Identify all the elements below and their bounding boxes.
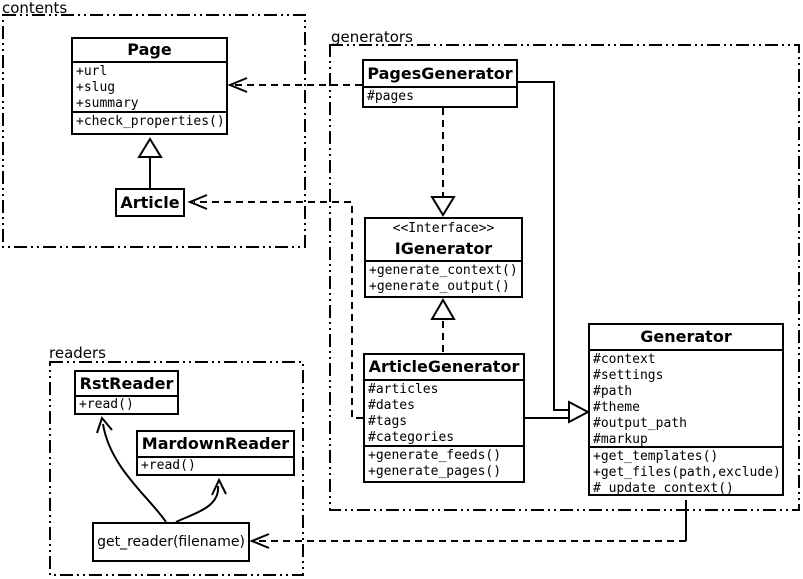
package-label-readers: readers: [49, 344, 106, 362]
method: +generate_context(): [369, 263, 518, 278]
dependency-articlegenerator-to-article-line: [194, 201, 363, 419]
method: #_update_context(): [593, 481, 734, 494]
hollow-triangle-icon: [430, 298, 456, 320]
class-page-attributes: +url +slug +summary: [73, 61, 226, 111]
class-articlegenerator: ArticleGenerator #articles #dates #tags …: [363, 353, 525, 483]
class-igenerator-name: IGenerator: [394, 239, 493, 258]
open-arrowhead-icon: [96, 415, 113, 434]
package-label-generators: generators: [331, 28, 413, 46]
open-arrowhead-icon: [211, 477, 227, 496]
class-articlegenerator-attributes: #articles #dates #tags #categories: [365, 379, 523, 445]
attribute: #context: [593, 352, 656, 367]
class-generator-name: Generator: [640, 327, 732, 346]
class-rstreader: RstReader +read(): [74, 370, 179, 415]
class-article: Article: [115, 188, 185, 217]
attribute: +slug: [76, 80, 116, 95]
open-arrowhead-icon: [187, 194, 208, 210]
hollow-triangle-icon: [137, 137, 163, 158]
class-page-methods: +check_properties(): [73, 111, 226, 133]
open-arrowhead-icon: [249, 533, 270, 549]
generalization-pagesgenerator-to-generator-line: [518, 81, 569, 411]
class-generator-attributes: #context #settings #path #theme #output_…: [590, 349, 782, 446]
class-mardownreader-methods: +read(): [138, 456, 293, 474]
attribute: #tags: [368, 414, 408, 429]
attribute: #path: [593, 384, 633, 399]
open-arrowhead-icon: [227, 77, 248, 93]
method: +check_properties(): [76, 114, 225, 129]
method: +read(): [79, 397, 134, 412]
method: +read(): [141, 458, 196, 473]
hollow-triangle-icon: [568, 400, 591, 424]
attribute: #theme: [593, 400, 640, 415]
class-igenerator: <<Interface>> IGenerator +generate_conte…: [364, 217, 523, 298]
attribute: #pages: [367, 89, 414, 104]
method: +generate_pages(): [368, 464, 502, 479]
package-contents-border: [2, 14, 306, 248]
package-label-contents: contents: [2, 0, 68, 17]
attribute: +summary: [76, 96, 139, 111]
attribute: #dates: [368, 398, 415, 413]
method: +get_templates(): [593, 449, 719, 464]
node-get-reader: get_reader(filename): [92, 522, 250, 562]
class-igenerator-methods: +generate_context() +generate_output(): [366, 260, 521, 296]
hollow-triangle-icon: [430, 196, 456, 217]
class-articlegenerator-name: ArticleGenerator: [368, 357, 520, 376]
attribute: #categories: [368, 430, 455, 445]
class-page-name: Page: [127, 40, 172, 59]
attribute: #markup: [593, 432, 648, 446]
attribute: #output_path: [593, 416, 687, 431]
class-generator: Generator #context #settings #path #them…: [588, 323, 784, 496]
package-generators-border: [329, 44, 800, 511]
class-articlegenerator-methods: +generate_feeds() +generate_pages(): [365, 445, 523, 481]
association-getreader-to-mardownreader-curve: [175, 485, 220, 523]
stereotype-label: <<Interface>>: [392, 221, 495, 236]
method: +generate_output(): [369, 279, 510, 294]
class-igenerator-header: <<Interface>> IGenerator: [366, 219, 521, 260]
method: +get_files(path,exclude): [593, 465, 781, 480]
attribute: #articles: [368, 382, 439, 397]
class-rstreader-methods: +read(): [76, 395, 177, 413]
class-rstreader-name: RstReader: [79, 374, 174, 393]
method: +generate_feeds(): [368, 448, 502, 463]
class-article-name: Article: [120, 193, 180, 212]
package-readers-border: [49, 361, 304, 576]
class-pagesgenerator: PagesGenerator #pages: [362, 59, 518, 108]
class-mardownreader: MardownReader +read(): [136, 430, 295, 476]
attribute: #settings: [593, 368, 664, 383]
class-mardownreader-name: MardownReader: [141, 434, 290, 453]
class-page: Page +url +slug +summary +check_properti…: [71, 37, 228, 135]
association-getreader-to-rstreader-curve: [102, 423, 167, 523]
class-generator-methods: +get_templates() +get_files(path,exclude…: [590, 446, 782, 494]
class-pagesgenerator-attributes: #pages: [364, 86, 516, 106]
attribute: +url: [76, 64, 108, 79]
class-pagesgenerator-name: PagesGenerator: [367, 64, 513, 83]
